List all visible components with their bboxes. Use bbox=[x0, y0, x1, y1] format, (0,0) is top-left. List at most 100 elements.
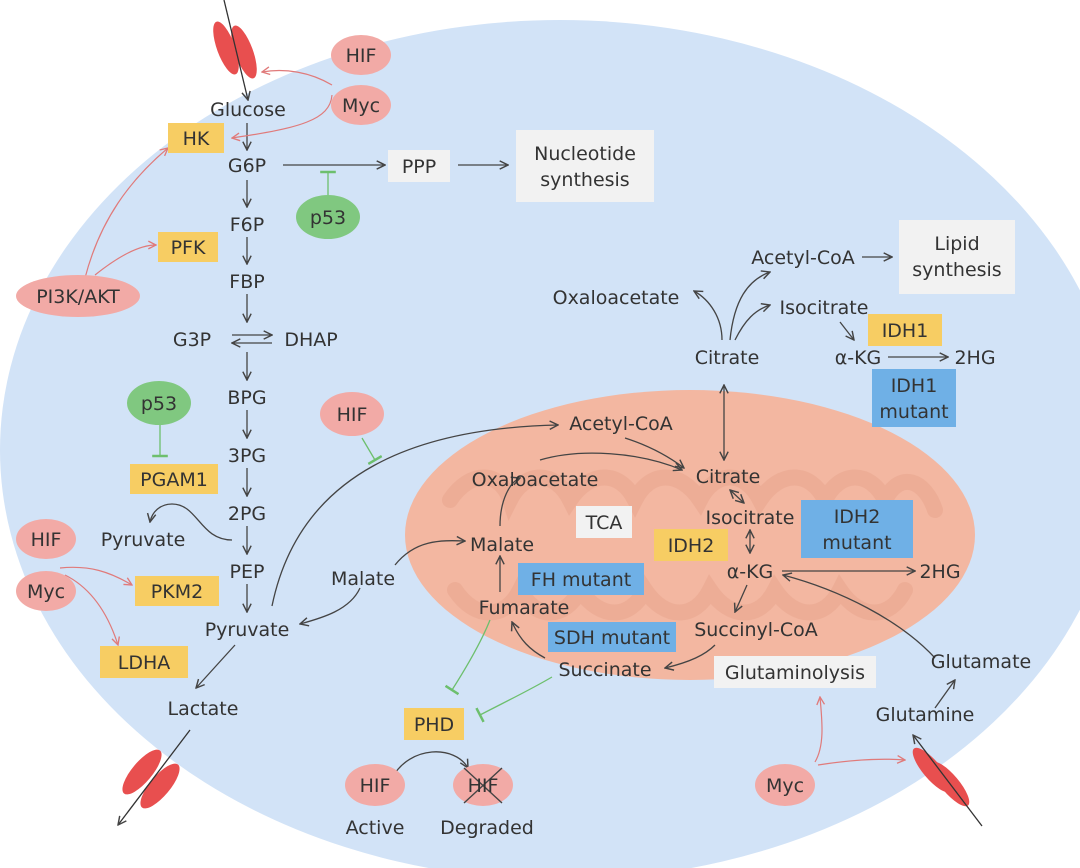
f6p-label: F6P bbox=[230, 214, 264, 236]
active-label: Active bbox=[346, 817, 405, 839]
regulatory-activation-arrows bbox=[59, 71, 905, 766]
pyruvate-side-label: Pyruvate bbox=[101, 529, 186, 551]
pgam1-box bbox=[130, 464, 218, 494]
fh-mutant-box bbox=[518, 563, 644, 595]
hif-degradation-arrow bbox=[391, 751, 468, 779]
phd-label: PHD bbox=[414, 714, 454, 736]
p53-pill-top bbox=[296, 195, 360, 239]
inhibition-arrows bbox=[152, 170, 553, 723]
myc-pill-left bbox=[16, 571, 76, 611]
hif-active-pill bbox=[345, 764, 405, 806]
hif-top-label: HIF bbox=[346, 45, 377, 67]
pyruvate-label: Pyruvate bbox=[205, 619, 290, 641]
ppp-label: PPP bbox=[402, 156, 436, 178]
p53-mid-label: p53 bbox=[141, 393, 177, 415]
oxaloacetate-upper-label: Oxaloacetate bbox=[553, 287, 680, 309]
acetyl-coa-upper-label: Acetyl-CoA bbox=[751, 247, 855, 269]
glutaminolysis-label: Glutaminolysis bbox=[725, 662, 865, 684]
oxaloacetate-mito-label: Oxaloacetate bbox=[472, 469, 599, 491]
p53-pill-mid bbox=[127, 381, 191, 425]
pgam1-label: PGAM1 bbox=[140, 469, 208, 491]
isocitrate-mito-label: Isocitrate bbox=[706, 507, 795, 529]
malate-mito-label: Malate bbox=[470, 534, 534, 556]
glucose-label: Glucose bbox=[210, 99, 286, 121]
acetyl-coa-mito-label: Acetyl-CoA bbox=[569, 413, 673, 435]
pi3k-akt-label: PI3K/AKT bbox=[36, 286, 120, 308]
hif-active-label: HIF bbox=[360, 775, 391, 797]
sdh-mutant-box bbox=[548, 622, 676, 652]
hif-pill-top bbox=[331, 35, 391, 75]
idh2-label: IDH2 bbox=[668, 535, 715, 557]
glycolysis-arrows bbox=[150, 123, 558, 688]
myc-bottom-label: Myc bbox=[766, 775, 804, 797]
hif-mid-label: HIF bbox=[337, 404, 368, 426]
pkm2-label: PKM2 bbox=[151, 581, 203, 603]
pi3k-akt-pill bbox=[16, 275, 140, 317]
idh2-mutant-line2: mutant bbox=[822, 532, 891, 554]
glutamine-transporter bbox=[907, 735, 983, 827]
ldha-box bbox=[100, 646, 188, 678]
akg-upper-label: α-KG bbox=[835, 347, 882, 369]
lipid-synthesis-box bbox=[899, 220, 1015, 294]
succinyl-coa-label: Succinyl-CoA bbox=[694, 619, 818, 641]
idh1-mutant-line1: IDH1 bbox=[891, 375, 938, 397]
sdh-mutant-label: SDH mutant bbox=[554, 627, 670, 649]
fumarate-label: Fumarate bbox=[479, 597, 570, 619]
succinate-label: Succinate bbox=[558, 659, 651, 681]
3pg-label: 3PG bbox=[228, 445, 266, 467]
myc-pill-top bbox=[331, 85, 391, 125]
phd-box bbox=[404, 708, 464, 740]
mitochondrion-cristae bbox=[442, 469, 943, 621]
isocitrate-upper-label: Isocitrate bbox=[780, 297, 869, 319]
lipid-synthesis-line2: synthesis bbox=[912, 259, 1001, 281]
bpg-label: BPG bbox=[227, 387, 266, 409]
citrate-upper-label: Citrate bbox=[695, 347, 760, 369]
p53-top-label: p53 bbox=[310, 207, 346, 229]
2hg-mito-label: 2HG bbox=[919, 561, 960, 583]
akg-mito-label: α-KG bbox=[727, 561, 774, 583]
glutamine-label: Glutamine bbox=[876, 704, 975, 726]
hif-pill-left bbox=[16, 519, 76, 559]
myc-left-label: Myc bbox=[27, 581, 65, 603]
hif-degraded-label: HIF bbox=[468, 775, 499, 797]
pep-label: PEP bbox=[230, 561, 265, 583]
ldha-label: LDHA bbox=[118, 652, 171, 674]
glucose-transporter bbox=[213, 0, 257, 100]
2pg-label: 2PG bbox=[228, 503, 266, 525]
g3p-label: G3P bbox=[173, 329, 211, 351]
hk-label: HK bbox=[183, 128, 210, 150]
box-labels: Nucleotide synthesis Lipid synthesis TCA… bbox=[118, 128, 1002, 736]
nucleotide-synthesis-line1: Nucleotide bbox=[534, 143, 636, 165]
fbp-label: FBP bbox=[229, 271, 264, 293]
pfk-box bbox=[158, 232, 218, 262]
lactate-transporter bbox=[116, 729, 191, 825]
dhap-label: DHAP bbox=[284, 329, 337, 351]
tca-box bbox=[576, 506, 632, 538]
glutaminolysis-box bbox=[714, 656, 876, 688]
lactate-label: Lactate bbox=[168, 698, 239, 720]
malate-cyto-label: Malate bbox=[331, 568, 395, 590]
2hg-upper-label: 2HG bbox=[954, 347, 995, 369]
tca-cycle-arrows bbox=[500, 437, 955, 709]
myc-top-label: Myc bbox=[342, 95, 380, 117]
idh2-mutant-box bbox=[801, 500, 913, 558]
idh2-mutant-line1: IDH2 bbox=[834, 506, 881, 528]
regulator-labels: HIF Myc p53 PI3K/AKT p53 HIF HIF Myc HIF… bbox=[27, 45, 804, 797]
hif-left-label: HIF bbox=[31, 529, 62, 551]
idh1-box bbox=[868, 314, 942, 346]
glutamate-label: Glutamate bbox=[931, 651, 1031, 673]
hif-degraded-cross bbox=[463, 767, 503, 804]
g6p-label: G6P bbox=[228, 155, 266, 177]
hk-box bbox=[168, 123, 224, 153]
idh1-mutant-box bbox=[872, 369, 956, 427]
ppp-box bbox=[388, 150, 450, 182]
idh1-label: IDH1 bbox=[882, 320, 929, 342]
nucleotide-synthesis-box bbox=[516, 130, 654, 202]
pfk-label: PFK bbox=[171, 237, 206, 259]
tca-label: TCA bbox=[585, 512, 623, 534]
fh-mutant-label: FH mutant bbox=[531, 569, 631, 591]
myc-pill-bottom bbox=[755, 764, 815, 806]
degraded-label: Degraded bbox=[440, 817, 534, 839]
